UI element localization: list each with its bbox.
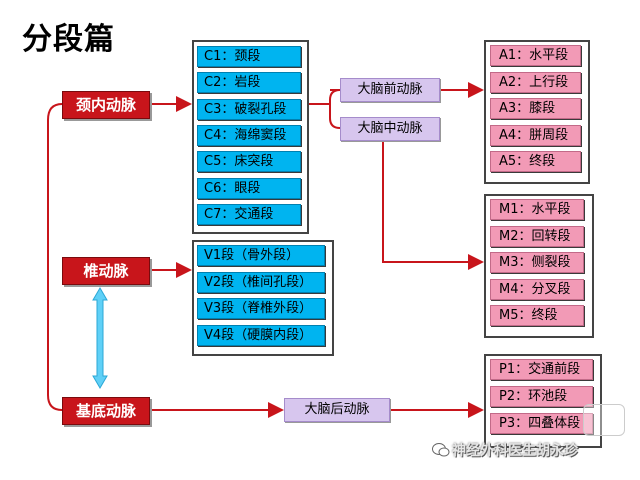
mca-segment-item: M4：分叉段 (490, 278, 584, 300)
mca-segment-item: M1：水平段 (490, 199, 584, 220)
mca-to-m-line (382, 140, 484, 270)
pca-segment-item: P2：环池段 (490, 386, 593, 407)
ica-segment-item: C5：床突段 (197, 151, 301, 173)
watermark-text: 神经外科医生胡永珍 (452, 443, 578, 459)
aca-segment-item: A4：胼周段 (490, 124, 581, 146)
va-label: 椎动脉 (62, 257, 150, 285)
ica-segment-item: C7：交通段 (197, 203, 301, 225)
aca-segment-item: A1：水平段 (490, 45, 581, 66)
aca-label: 大脑前动脉 (340, 78, 440, 102)
pca-label: 大脑后动脉 (284, 398, 390, 422)
bracket-line (329, 89, 341, 129)
watermark-stamp (583, 404, 625, 436)
va-segment-item: V2段（椎间孔段） (197, 271, 325, 293)
mca-label: 大脑中动脉 (340, 117, 440, 141)
ica-segment-item: C2：岩段 (197, 72, 301, 94)
va-segment-item: V3段（脊椎外段） (197, 298, 325, 319)
mca-segment-item: M5：终段 (490, 305, 584, 326)
pca-segment-item: P3：四叠体段 (490, 413, 593, 434)
ica-segment-item: C6：眼段 (197, 177, 301, 199)
left-spine-line (47, 103, 63, 411)
aca-segment-item: A3：膝段 (490, 98, 581, 119)
mca-segment-item: M2：回转段 (490, 225, 584, 247)
ica-segment-item: C1：颈段 (197, 46, 301, 67)
ica-segment-item: C3：破裂孔段 (197, 98, 301, 120)
ica-label: 颈内动脉 (62, 91, 150, 119)
aca-segment-item: A2：上行段 (490, 71, 581, 93)
pca-segment-item: P1：交通前段 (490, 359, 593, 380)
wechat-icon (432, 443, 450, 457)
aca-segment-item: A5：终段 (490, 151, 581, 172)
va-segment-item: V1段（骨外段） (197, 245, 325, 266)
ba-label: 基底动脉 (62, 397, 150, 425)
va-segment-item: V4段（硬膜内段） (197, 324, 325, 346)
page-title: 分段篇 (22, 22, 115, 57)
ica-segment-item: C4：海绵窦段 (197, 124, 301, 146)
va-ba-double-arrow (92, 287, 108, 389)
mca-segment-item: M3：侧裂段 (490, 252, 584, 273)
